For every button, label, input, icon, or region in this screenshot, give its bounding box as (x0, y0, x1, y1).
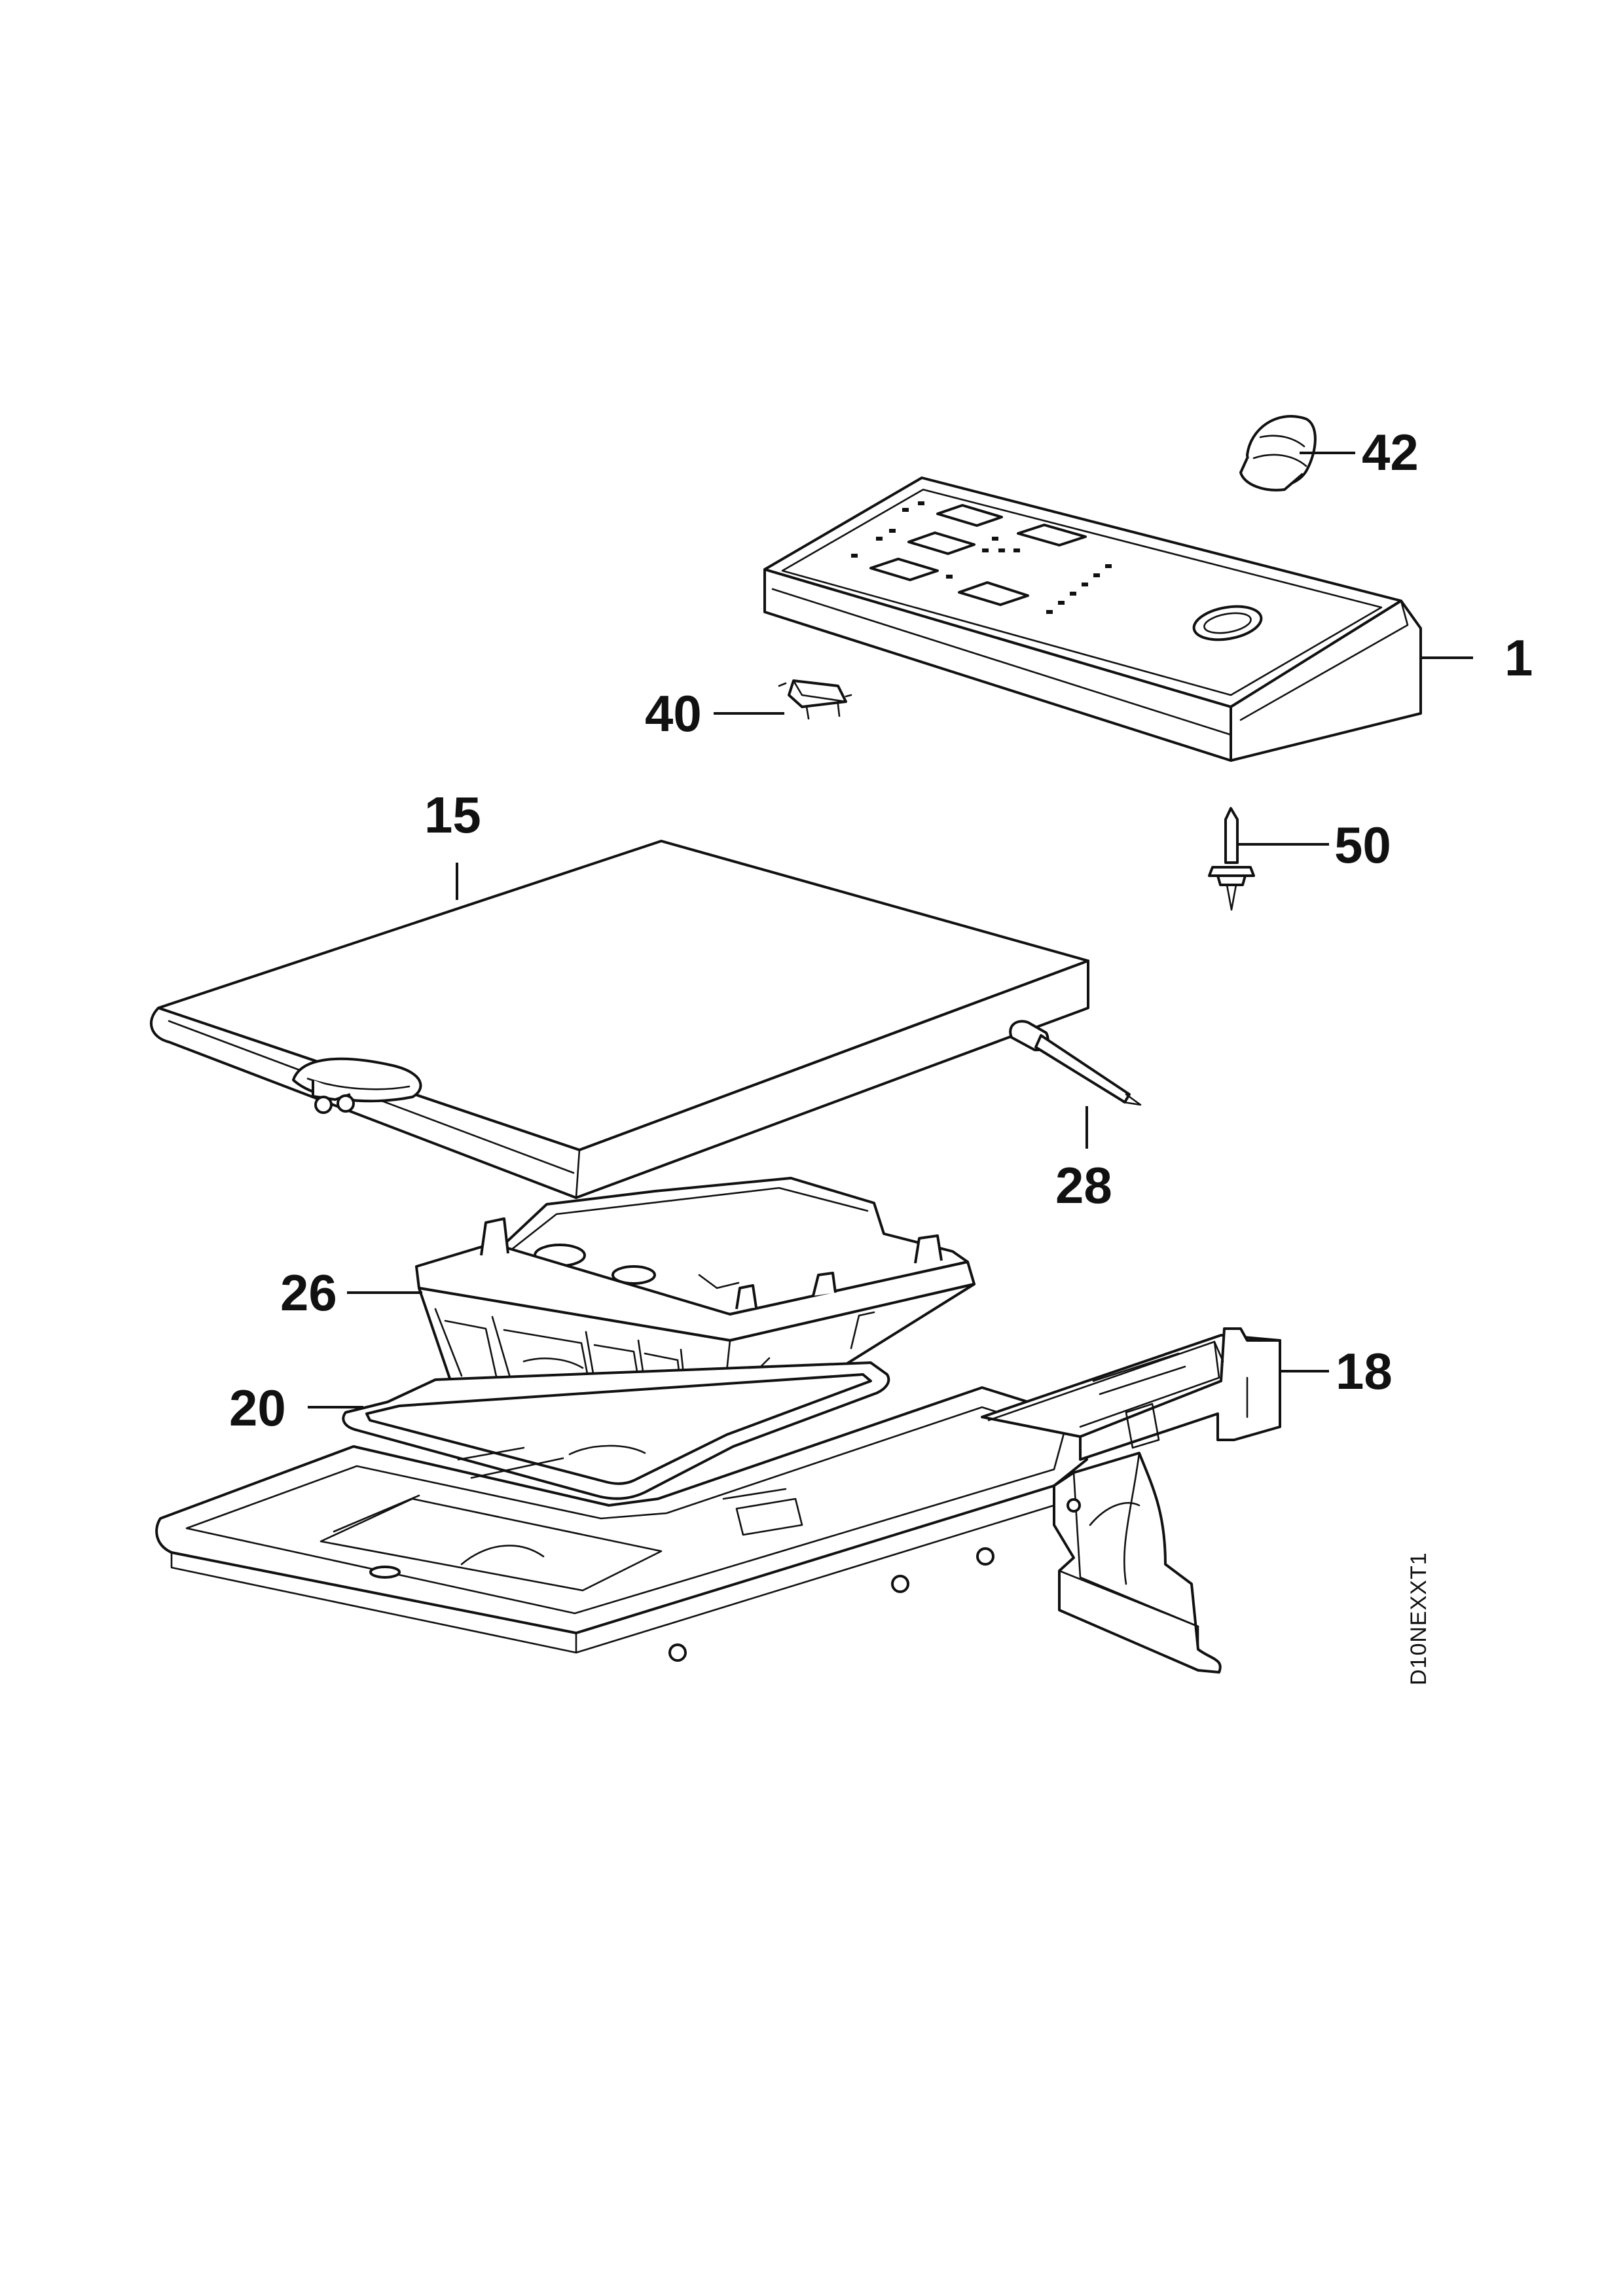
callout-42: 42 (1362, 423, 1419, 481)
part-50-screw[interactable] (1208, 807, 1255, 911)
callout-50: 50 (1334, 816, 1391, 874)
leader-lines (308, 452, 1473, 1408)
callout-20: 20 (229, 1379, 286, 1437)
part-42-knob[interactable] (1239, 415, 1317, 492)
part-15-lid[interactable] (149, 840, 1089, 1199)
callout-28: 28 (1055, 1157, 1112, 1214)
callout-labels: 42 1 40 15 50 28 26 18 20 (229, 423, 1533, 1437)
part-1-control-panel[interactable] (763, 476, 1422, 762)
callout-15: 15 (424, 786, 481, 844)
part-28-pin[interactable] (1009, 1020, 1142, 1106)
part-20-seal[interactable] (342, 1361, 890, 1500)
drawing-code: D10NEXXT1 (1406, 1552, 1431, 1685)
callout-26: 26 (280, 1264, 337, 1321)
callout-18: 18 (1336, 1342, 1393, 1400)
callout-40: 40 (645, 685, 702, 742)
indicator-dots (851, 501, 1112, 614)
part-40-clip[interactable] (778, 679, 852, 720)
base-frame (155, 1386, 1088, 1662)
callout-1: 1 (1504, 629, 1533, 687)
part-18-bracket[interactable] (981, 1327, 1281, 1674)
